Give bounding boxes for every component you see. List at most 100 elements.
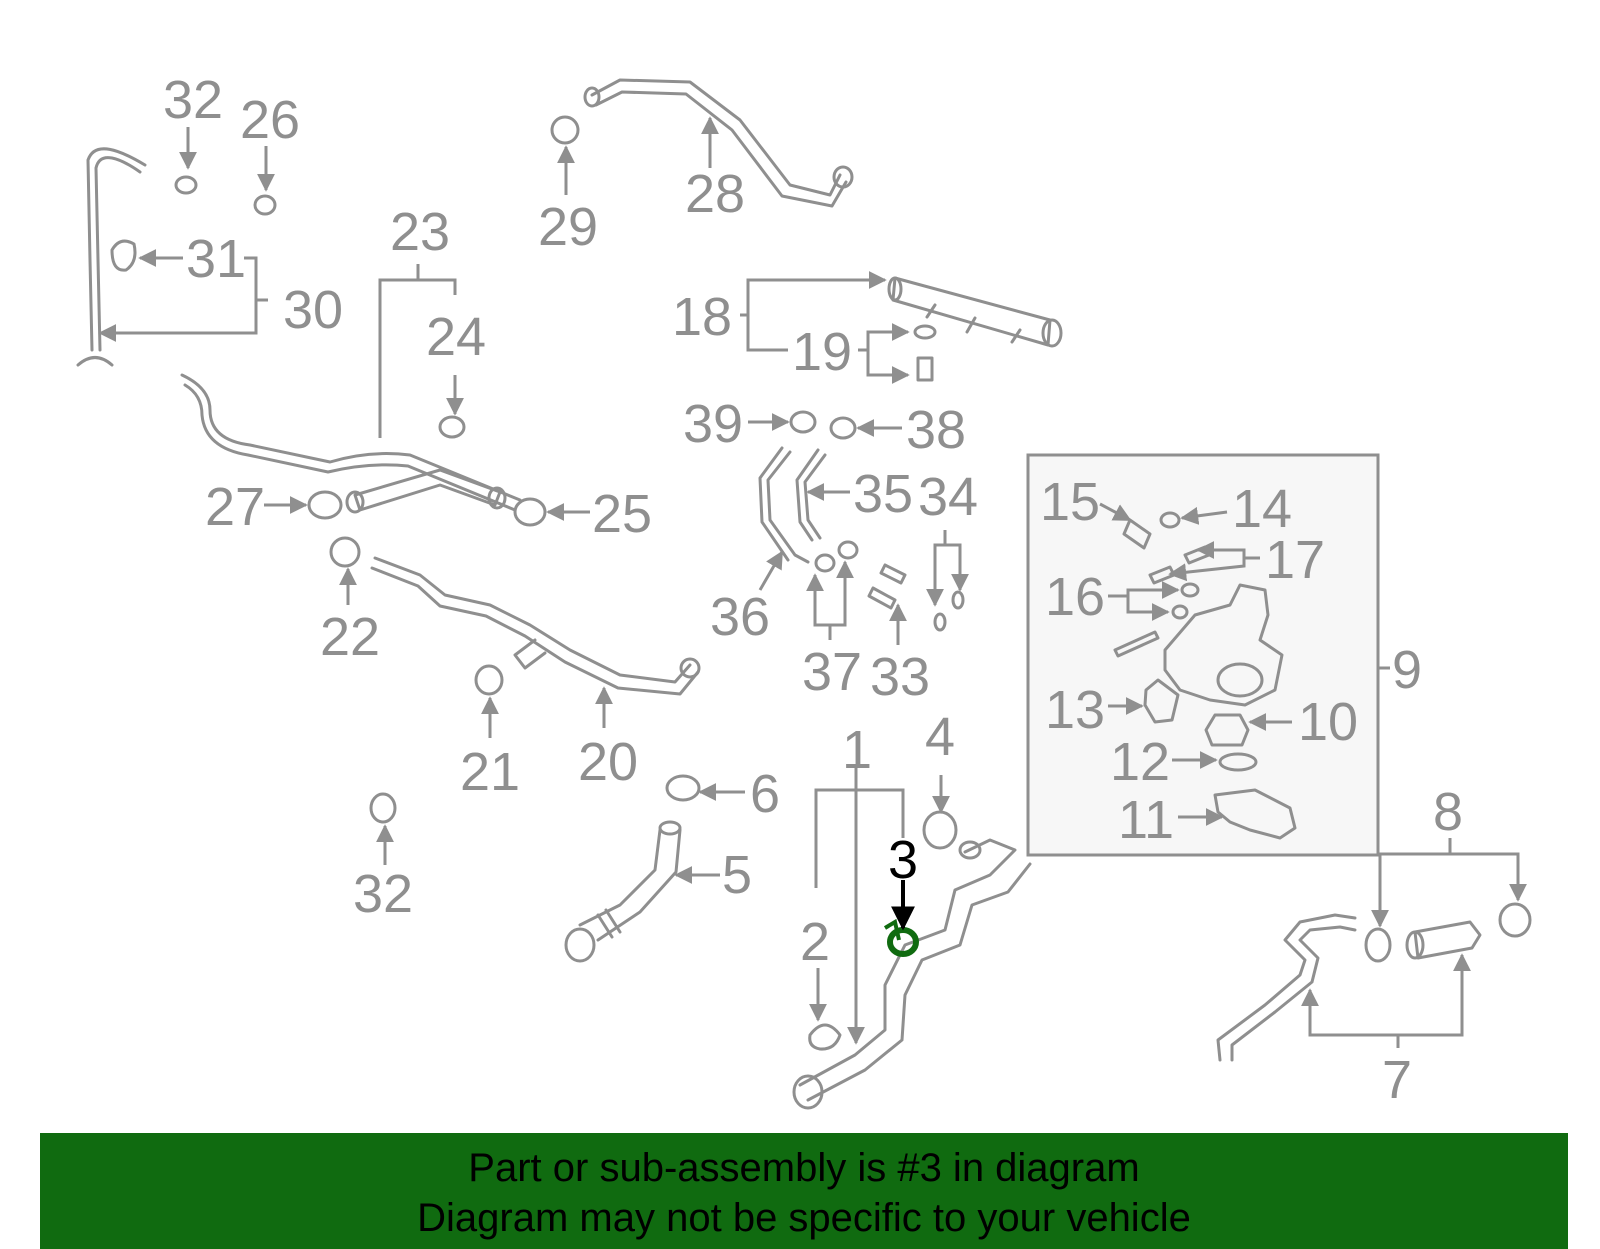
callout-39[interactable]: 39: [683, 394, 743, 454]
clamp-2: [808, 1023, 842, 1051]
hose-30: [86, 147, 147, 352]
hose-1: [798, 838, 1017, 1087]
callout-4[interactable]: 4: [925, 707, 955, 767]
callout-31[interactable]: 31: [186, 229, 246, 289]
tube-23-inner: [183, 383, 517, 512]
oring-34a: [951, 590, 965, 610]
callout-19[interactable]: 19: [792, 322, 852, 382]
hose-30-end: [76, 356, 114, 367]
callout-34[interactable]: 34: [918, 467, 978, 527]
hose-30-inner: [94, 156, 142, 352]
callout-36[interactable]: 36: [710, 587, 770, 647]
callout-2[interactable]: 2: [800, 912, 830, 972]
callout-25[interactable]: 25: [592, 484, 652, 544]
valve-33b: [867, 586, 897, 610]
gasket-13: [1143, 678, 1180, 724]
hose-36-inner: [758, 446, 790, 562]
callout-17[interactable]: 17: [1265, 530, 1325, 590]
callout-6[interactable]: 6: [750, 764, 780, 824]
washer-14: [1159, 511, 1181, 529]
clamp-21: [474, 664, 504, 696]
info-banner: Part or sub-assembly is #3 in diagram Di…: [40, 1133, 1568, 1249]
tube-23: [180, 373, 522, 502]
callout-3-highlighted[interactable]: 3: [888, 830, 918, 890]
callout-labels: 32 26 31 30 23 24 27 25 22 21 20 32 29 2…: [163, 70, 1463, 1110]
hose-short: [353, 468, 502, 512]
hose-1-inner: [806, 862, 1032, 1102]
callout-8[interactable]: 8: [1433, 782, 1463, 842]
callout-7[interactable]: 7: [1382, 1050, 1412, 1110]
callout-12[interactable]: 12: [1110, 732, 1170, 792]
hose-1-end2: [958, 840, 982, 860]
hose-1-end: [792, 1074, 824, 1110]
callout-24[interactable]: 24: [426, 307, 486, 367]
callout-26[interactable]: 26: [240, 90, 300, 150]
callout-30[interactable]: 30: [283, 280, 343, 340]
callout-11[interactable]: 11: [1118, 790, 1174, 850]
callout-35[interactable]: 35: [853, 464, 913, 524]
assembly-box-9: [1026, 453, 1380, 857]
callout-18[interactable]: 18: [672, 287, 732, 347]
clamp-4: [922, 810, 958, 850]
clamp-38: [829, 416, 857, 440]
clamp-32-top: [174, 175, 198, 195]
callout-16[interactable]: 16: [1045, 567, 1105, 627]
hose-5-end: [658, 820, 682, 836]
bolt-19: [916, 356, 934, 382]
hose-5-ring: [596, 908, 622, 939]
valve-33a: [879, 563, 907, 585]
leader-lines: [98, 116, 1527, 1048]
callout-10[interactable]: 10: [1298, 692, 1358, 752]
clamp-39: [789, 410, 817, 434]
oring-16b: [1171, 604, 1189, 620]
hose-7: [1216, 913, 1357, 1062]
hose-5-end2: [564, 927, 596, 963]
callout-5[interactable]: 5: [722, 845, 752, 905]
callout-20[interactable]: 20: [578, 732, 638, 792]
bolt-16: [1113, 630, 1160, 658]
hose-8-end: [1405, 930, 1425, 960]
callout-27[interactable]: 27: [205, 477, 265, 537]
callout-38[interactable]: 38: [906, 400, 966, 460]
tube-28-inner: [594, 90, 848, 208]
callout-28[interactable]: 28: [685, 164, 745, 224]
callout-23[interactable]: 23: [390, 202, 450, 262]
callout-32-top[interactable]: 32: [163, 70, 223, 130]
clamp-8b: [1498, 902, 1532, 938]
washer-19: [913, 324, 937, 340]
callout-22[interactable]: 22: [320, 607, 380, 667]
pipe-18-end: [887, 276, 903, 302]
clamp-37b: [837, 540, 859, 560]
banner-line-disclaimer: Diagram may not be specific to your vehi…: [417, 1196, 1191, 1240]
callout-1[interactable]: 1: [842, 720, 872, 780]
callout-13[interactable]: 13: [1045, 680, 1105, 740]
callout-14[interactable]: 14: [1232, 479, 1292, 539]
clamp-26: [253, 194, 277, 216]
callout-15[interactable]: 15: [1040, 472, 1100, 532]
callout-33[interactable]: 33: [870, 647, 930, 707]
clamp-6: [665, 774, 701, 802]
clip-31: [110, 239, 137, 272]
clamp-24: [438, 415, 466, 439]
hose-5-inner: [596, 828, 682, 942]
pipe-18-nipple: [925, 303, 1022, 344]
callout-32-bottom[interactable]: 32: [353, 864, 413, 924]
hose-8: [1413, 920, 1482, 960]
hose-5: [578, 828, 662, 927]
tube-28-end2: [832, 165, 854, 189]
tube-28-end: [583, 86, 601, 108]
callout-29[interactable]: 29: [538, 197, 598, 257]
clamp-8a: [1364, 927, 1392, 963]
tube-20: [373, 556, 692, 684]
clamp-32-bottom: [369, 792, 397, 824]
clamp-25: [513, 497, 547, 527]
callout-21[interactable]: 21: [460, 742, 520, 802]
callout-37[interactable]: 37: [802, 642, 862, 702]
clamp-27: [307, 490, 343, 520]
hose-35-inner: [795, 448, 820, 542]
callout-9[interactable]: 9: [1392, 640, 1422, 700]
clamp-29: [550, 115, 580, 145]
clamp-22: [329, 536, 361, 568]
hose-7-inner: [1230, 925, 1357, 1062]
